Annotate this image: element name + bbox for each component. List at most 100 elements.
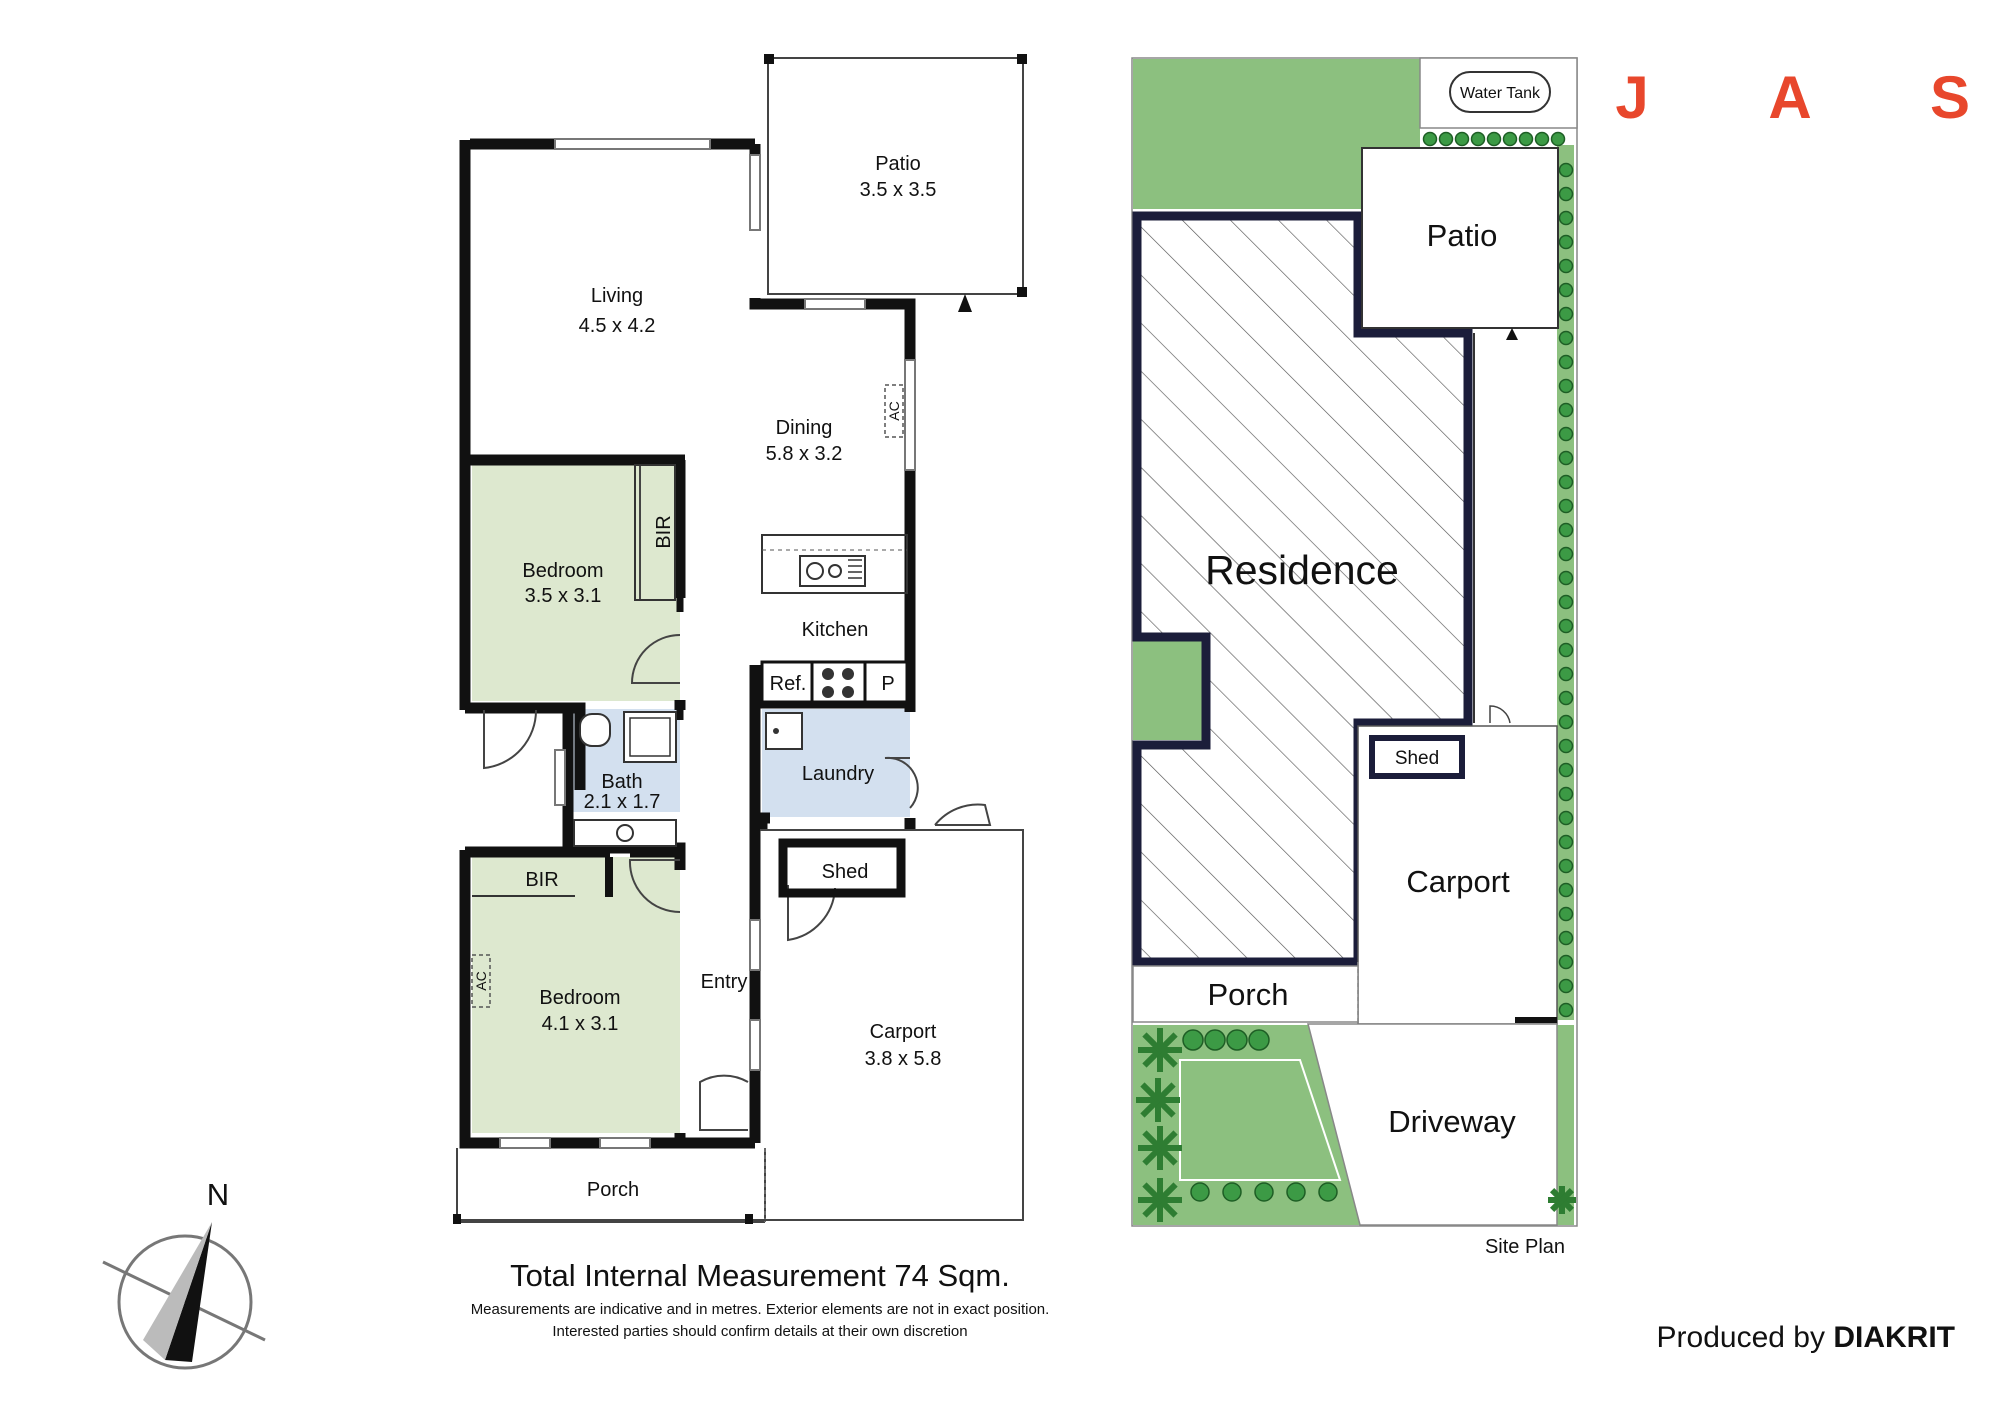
site-driveway — [1307, 1023, 1558, 1226]
shrub — [1558, 762, 1574, 778]
cooktop-icon — [816, 664, 861, 700]
shrub — [1226, 1029, 1248, 1051]
shrub-hedge — [1182, 131, 1574, 1202]
bedroom2-label: Bedroom — [539, 987, 620, 1009]
lot-boundary — [1131, 57, 1578, 1227]
patio-outline — [767, 57, 1024, 295]
shrub — [1558, 450, 1574, 466]
windows — [499, 138, 916, 1149]
patio-label: Patio — [875, 153, 921, 175]
site-patio-label: Patio — [1427, 218, 1498, 253]
shrub — [1254, 1182, 1274, 1202]
bedroom1-label: Bedroom — [522, 560, 603, 582]
living-label: Living — [591, 285, 643, 307]
site-patio — [1361, 147, 1559, 329]
svg-text:Produced by DIAKRIT: Produced by DIAKRIT — [1657, 1321, 1955, 1354]
producer-credit: Produced by DIAKRIT — [1657, 1321, 1955, 1354]
shrub — [1558, 546, 1574, 562]
shrub — [1558, 474, 1574, 490]
shrub — [1558, 786, 1574, 802]
shrub — [1558, 282, 1574, 298]
shrub — [1558, 978, 1574, 994]
shrub — [1558, 234, 1574, 250]
bedroom2-size: 4.1 x 3.1 — [542, 1013, 619, 1035]
lawn-notch — [1133, 640, 1203, 740]
logo-letter-s: S — [1930, 64, 1970, 131]
shrub — [1190, 1182, 1210, 1202]
shrub — [1558, 642, 1574, 658]
shrub — [1558, 330, 1574, 346]
laundry-trough-icon — [765, 712, 803, 750]
site-plan-caption: Site Plan — [1485, 1236, 1565, 1258]
shrub — [1558, 1002, 1574, 1018]
living-size: 4.5 x 4.2 — [579, 315, 656, 337]
shrub — [1454, 131, 1470, 147]
patio-entry-marker — [958, 294, 972, 312]
shrub — [1558, 618, 1574, 634]
floor-plan: Patio 3.5 x 3.5 Living 4.5 x 4.2 Dining … — [453, 54, 1027, 1224]
site-porch — [1132, 965, 1359, 1023]
bir-label-1: BIR — [653, 515, 675, 548]
shrub — [1558, 858, 1574, 874]
shrub — [1558, 834, 1574, 850]
palm-frond — [1157, 1182, 1178, 1203]
water-tank-label: Water Tank — [1460, 85, 1541, 102]
shrub — [1248, 1029, 1270, 1051]
compass-ring — [117, 1234, 253, 1370]
shrub — [1558, 714, 1574, 730]
shrub — [1550, 131, 1566, 147]
site-plan: Water Tank Patio Residence Shed Carport … — [1131, 57, 1578, 1258]
shed-label: Shed — [822, 861, 869, 883]
shrub — [1502, 131, 1518, 147]
sink-icon — [799, 555, 866, 587]
entry-label: Entry — [701, 971, 748, 993]
producer-prefix: Produced by — [1657, 1321, 1825, 1354]
ac-label-2: AC — [473, 971, 489, 990]
shrub — [1558, 522, 1574, 538]
porch-label: Porch — [587, 1179, 639, 1201]
dining-label: Dining — [776, 417, 833, 439]
carport-label: Carport — [870, 1021, 937, 1043]
bath-size: 2.1 x 1.7 — [584, 791, 661, 813]
shrub — [1558, 738, 1574, 754]
shrub — [1558, 498, 1574, 514]
site-shed-label: Shed — [1395, 748, 1439, 769]
site-driveway-label: Driveway — [1388, 1104, 1516, 1139]
disclaimer-line-2: Interested parties should confirm detail… — [552, 1323, 967, 1340]
ac-label-1: AC — [886, 401, 902, 420]
pantry-label: P — [881, 673, 894, 695]
logo-letter-a: A — [1768, 64, 1811, 131]
palm-frond — [1155, 1082, 1176, 1103]
bedroom1-fill — [472, 461, 680, 701]
shrub — [1422, 131, 1438, 147]
bir-label-2: BIR — [525, 869, 558, 891]
shrub — [1222, 1182, 1242, 1202]
vanity-icon — [573, 819, 677, 847]
producer-name: DIAKRIT — [1833, 1321, 1955, 1354]
compass-needle-light — [143, 1222, 212, 1360]
shrub — [1558, 906, 1574, 922]
shrub — [1558, 210, 1574, 226]
shrub — [1286, 1182, 1306, 1202]
shrub — [1558, 690, 1574, 706]
shrub — [1518, 131, 1534, 147]
compass-needle-dark — [165, 1222, 212, 1362]
bedroom2-fill — [472, 857, 680, 1133]
carport-size: 3.8 x 5.8 — [865, 1048, 942, 1070]
site-carport-label: Carport — [1406, 864, 1510, 899]
palm-frond — [1157, 1130, 1178, 1151]
disclaimer-line-1: Measurements are indicative and in metre… — [471, 1301, 1050, 1318]
logo-letter-j: J — [1615, 64, 1648, 131]
carport-outline — [760, 829, 1024, 1221]
shrub — [1182, 1029, 1204, 1051]
kitchen-bench — [761, 534, 908, 594]
shrub — [1486, 131, 1502, 147]
shrub — [1558, 306, 1574, 322]
compass-north-label: N — [207, 1177, 229, 1212]
shrub — [1318, 1182, 1338, 1202]
shrub — [1438, 131, 1454, 147]
shrub — [1558, 402, 1574, 418]
bedroom1-size: 3.5 x 3.1 — [525, 585, 602, 607]
shower-icon — [623, 711, 677, 763]
